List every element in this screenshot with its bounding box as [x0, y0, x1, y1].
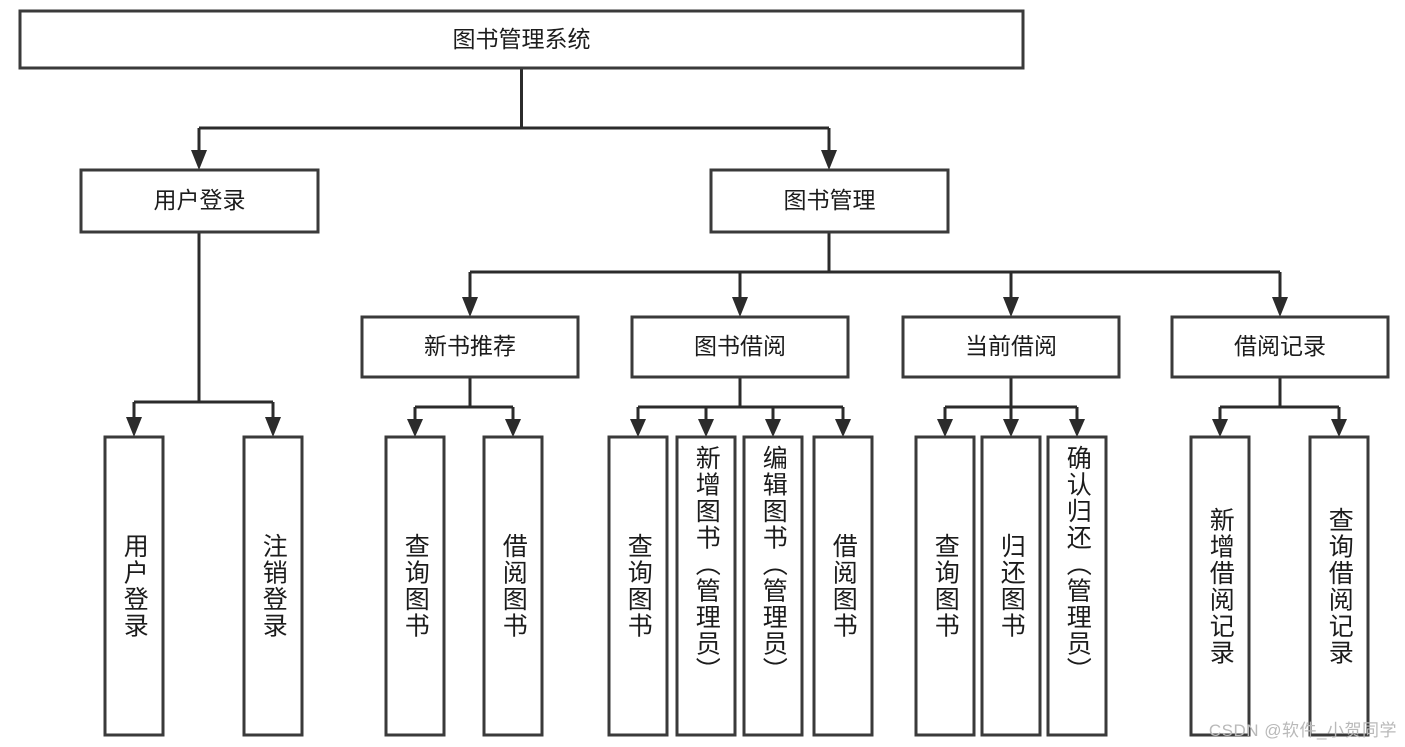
arrowhead-leaf-confirm-return [1069, 419, 1085, 437]
node-current-borrow-box [901, 315, 1121, 379]
leaf-box-layer [103, 435, 1370, 737]
arrowhead-leaf-borrow-book-2 [835, 419, 851, 437]
leaf-box-user-login[interactable] [103, 435, 165, 737]
node-book-borrow[interactable]: 图书借阅 [630, 315, 850, 379]
arrowhead-current-borrow [1003, 297, 1019, 317]
leaf-box-edit-book[interactable] [742, 435, 804, 737]
arrowhead-new-book [462, 297, 478, 317]
arrowhead-leaf-edit-book [765, 419, 781, 437]
arrowhead-borrow-record [1272, 297, 1288, 317]
leaf-box-query-record[interactable] [1308, 435, 1370, 737]
node-new-book-recommend-label: 新书推荐 [424, 333, 516, 359]
arrowhead-leaf-add-book [698, 419, 714, 437]
leaf-box-logout[interactable] [242, 435, 304, 737]
watermark: CSDN @软件_小贺同学 [1208, 721, 1397, 740]
node-current-borrow[interactable]: 当前借阅 [901, 315, 1121, 379]
node-borrow-record-label: 借阅记录 [1234, 333, 1326, 359]
arrowhead-leaf-query-book-2 [630, 419, 646, 437]
node-book-borrow-label: 图书借阅 [694, 333, 786, 359]
arrowhead-leaf-add-record [1212, 419, 1228, 437]
arrowhead-book-manage [821, 150, 837, 170]
node-user-login-label: 用户登录 [154, 187, 246, 213]
node-book-manage[interactable]: 图书管理 [709, 168, 950, 234]
arrowhead-leaf-query-record [1331, 419, 1347, 437]
leaf-box-confirm-return[interactable] [1046, 435, 1108, 737]
node-book-manage-box [709, 168, 950, 234]
arrowhead-leaf-query-book-3 [937, 419, 953, 437]
node-borrow-record[interactable]: 借阅记录 [1170, 315, 1390, 379]
node-current-borrow-label: 当前借阅 [965, 333, 1057, 359]
node-root-box [18, 9, 1025, 70]
arrowhead-leaf-user-login [126, 417, 142, 437]
arrowhead-leaf-borrow-book-1 [505, 419, 521, 437]
node-user-login[interactable]: 用户登录 [79, 168, 320, 234]
arrowhead-user-login [191, 150, 207, 170]
node-book-borrow-box [630, 315, 850, 379]
leaf-box-query-book-2[interactable] [607, 435, 669, 737]
node-new-book-recommend-box [360, 315, 580, 379]
node-root[interactable]: 图书管理系统 [18, 9, 1025, 70]
node-user-login-box [79, 168, 320, 234]
leaf-box-borrow-book-1[interactable] [482, 435, 544, 737]
connector-layer [126, 68, 1347, 437]
node-new-book-recommend[interactable]: 新书推荐 [360, 315, 580, 379]
leaf-box-borrow-book-2[interactable] [812, 435, 874, 737]
arrowhead-book-borrow [732, 297, 748, 317]
node-borrow-record-box [1170, 315, 1390, 379]
leaf-box-return-book[interactable] [980, 435, 1042, 737]
arrowhead-leaf-query-book-1 [407, 419, 423, 437]
leaf-box-add-book[interactable] [675, 435, 737, 737]
leaf-box-add-record[interactable] [1189, 435, 1251, 737]
leaf-box-query-book-1[interactable] [384, 435, 446, 737]
arrowhead-leaf-return-book [1003, 419, 1019, 437]
node-book-manage-label: 图书管理 [784, 187, 876, 213]
leaf-box-query-book-3[interactable] [914, 435, 976, 737]
arrowhead-leaf-logout [265, 417, 281, 437]
node-root-label: 图书管理系统 [453, 26, 591, 52]
